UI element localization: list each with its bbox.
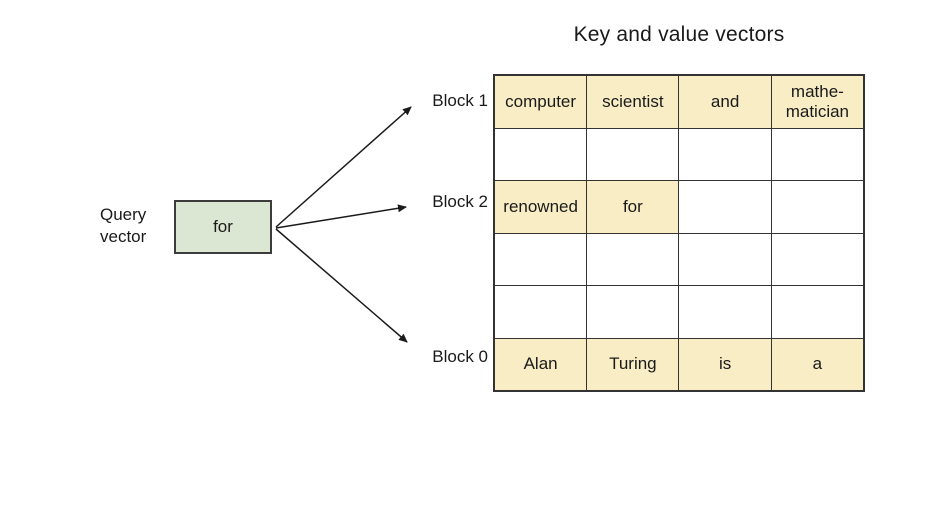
arrow-query-to-block-0 xyxy=(275,228,408,343)
table-cell xyxy=(678,127,772,181)
table-row-block-1: computer scientist and mathe- matician xyxy=(493,74,865,129)
block-2-label: Block 2 xyxy=(432,192,488,211)
table-row-block-2: renowned for xyxy=(493,180,865,234)
block-0-label: Block 0 xyxy=(432,347,488,366)
block-1-label: Block 1 xyxy=(432,91,488,110)
table-cell xyxy=(678,285,772,339)
table-cell xyxy=(493,232,588,286)
query-vector-box: for xyxy=(174,200,272,254)
table-cell xyxy=(678,180,772,234)
key-value-table: computer scientist and mathe- matician r… xyxy=(493,74,865,392)
diagram-title: Key and value vectors xyxy=(573,23,785,46)
query-vector-value: for xyxy=(213,217,233,236)
table-cell xyxy=(493,285,588,339)
table-cell xyxy=(586,127,680,181)
table-cell xyxy=(586,285,680,339)
table-row-empty xyxy=(493,285,865,339)
table-cell: mathe- matician xyxy=(770,74,865,129)
arrow-query-to-block-2 xyxy=(275,204,407,229)
query-vector-label: Query vector xyxy=(100,205,147,246)
table-cell xyxy=(770,180,865,234)
table-cell xyxy=(586,232,680,286)
table-cell: scientist xyxy=(586,74,680,129)
table-row-empty xyxy=(493,127,865,181)
table-cell: Alan xyxy=(493,337,588,392)
table-cell xyxy=(678,232,772,286)
table-cell: a xyxy=(770,337,865,392)
table-cell xyxy=(770,127,865,181)
table-cell: renowned xyxy=(493,180,588,234)
table-cell: computer xyxy=(493,74,588,129)
arrow-query-to-block-1 xyxy=(275,106,412,228)
table-cell xyxy=(493,127,588,181)
table-cell: Turing xyxy=(586,337,680,392)
table-cell xyxy=(770,232,865,286)
table-cell: for xyxy=(586,180,680,234)
key-value-table-body: computer scientist and mathe- matician r… xyxy=(493,74,865,392)
table-cell xyxy=(770,285,865,339)
table-cell: and xyxy=(678,74,772,129)
table-row-block-0: Alan Turing is a xyxy=(493,337,865,392)
table-row-empty xyxy=(493,232,865,286)
table-cell: is xyxy=(678,337,772,392)
